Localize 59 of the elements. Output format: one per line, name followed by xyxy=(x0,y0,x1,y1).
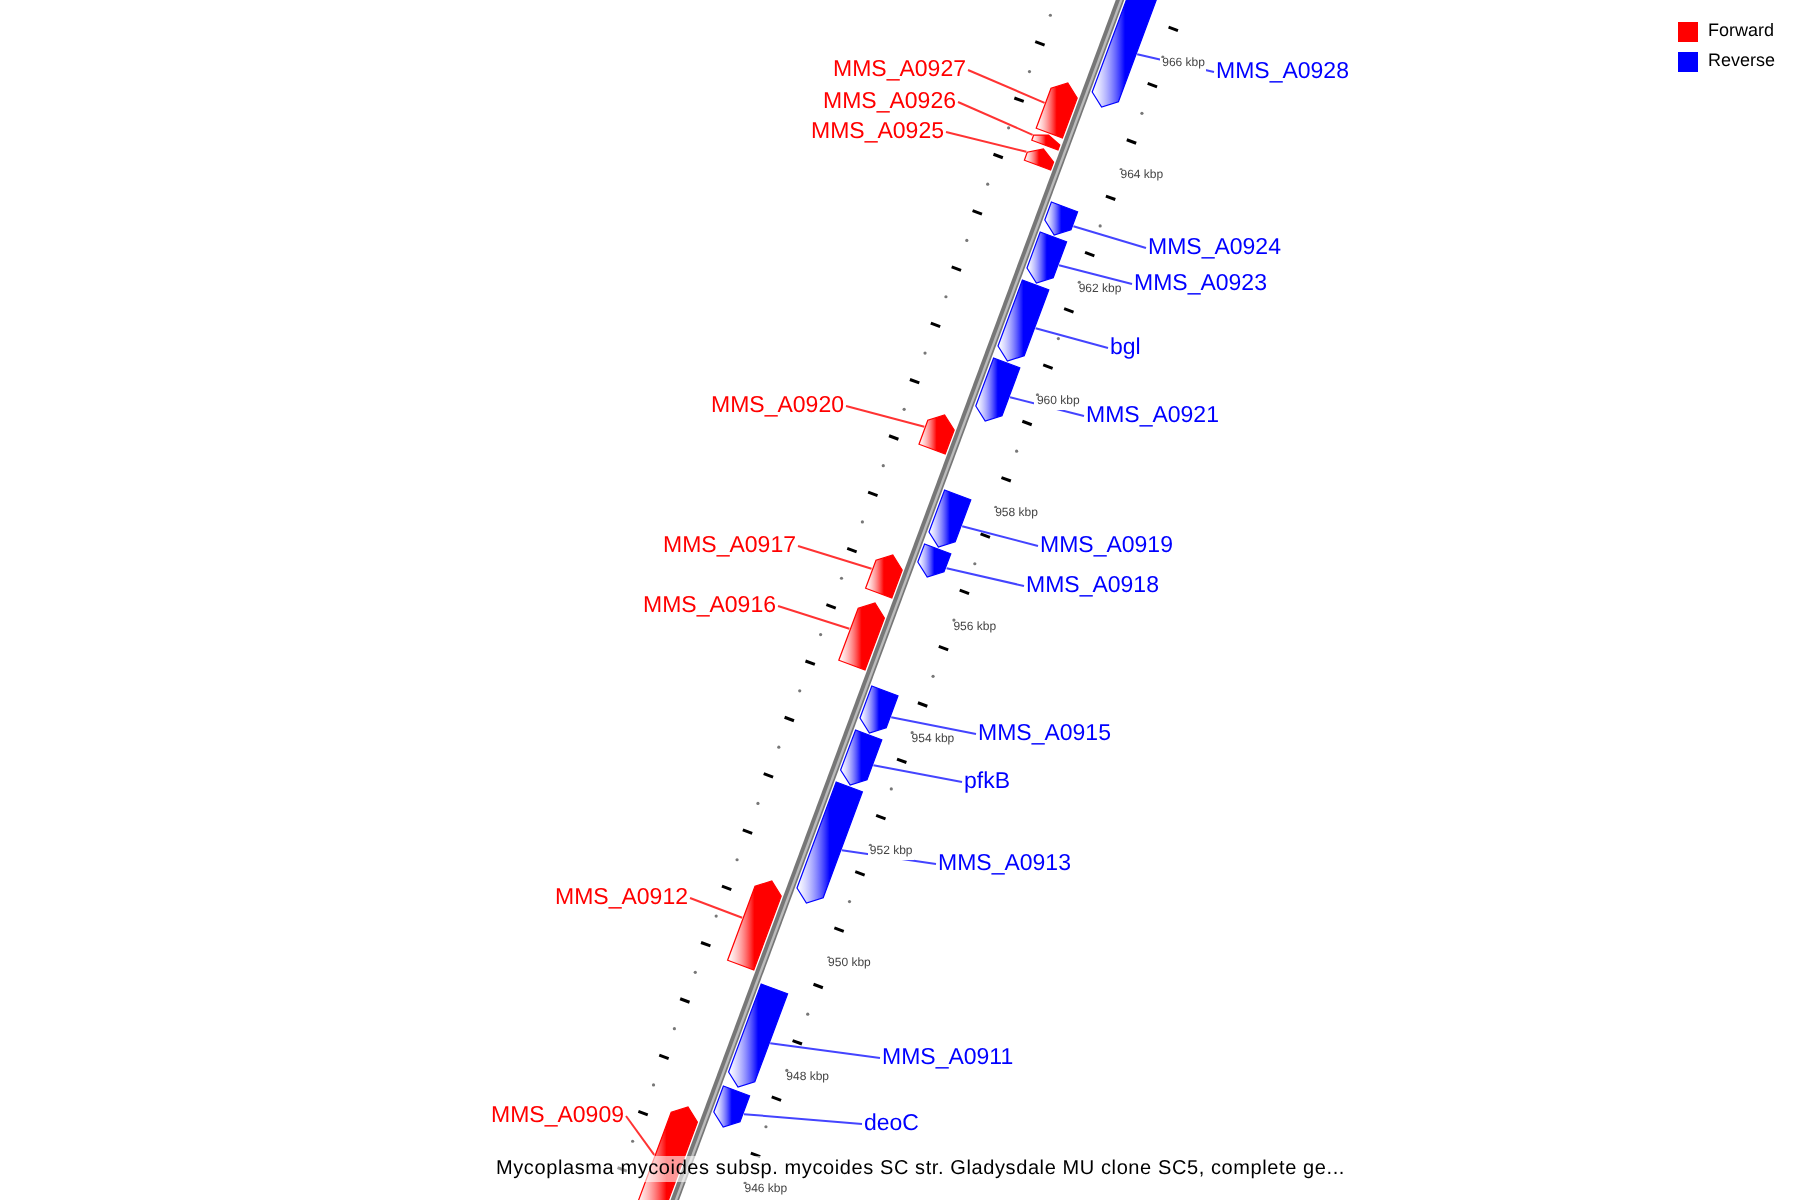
leader-line xyxy=(777,605,851,630)
gene-label: MMS_A0909 xyxy=(491,1102,624,1130)
gene-block xyxy=(1026,231,1068,284)
gene-block xyxy=(1023,148,1055,171)
leader-line xyxy=(1034,327,1109,349)
gene-label: bgl xyxy=(1110,334,1141,362)
gene-block xyxy=(727,983,789,1088)
gene-label: MMS_A0928 xyxy=(1216,58,1349,86)
leader-line xyxy=(840,849,937,865)
gene-label: MMS_A0925 xyxy=(811,118,944,146)
gene-block xyxy=(859,685,899,734)
gene-label: MMS_A0924 xyxy=(1148,234,1281,262)
legend-label: Reverse xyxy=(1708,50,1776,72)
leader-line xyxy=(625,1115,656,1156)
leader-line xyxy=(845,405,926,428)
gene-label: MMS_A0921 xyxy=(1086,402,1219,430)
gene-block xyxy=(1031,134,1061,151)
gene-label: MMS_A0917 xyxy=(663,532,796,560)
gene-label: MMS_A0912 xyxy=(555,884,688,912)
gene-label: MMS_A0920 xyxy=(711,392,844,420)
leader-line xyxy=(1009,396,1085,417)
leader-line xyxy=(1058,264,1133,285)
gene-label: MMS_A0916 xyxy=(643,592,776,620)
gene-label: MMS_A0919 xyxy=(1040,532,1173,560)
leader-line xyxy=(890,716,977,735)
gene-block xyxy=(839,729,883,786)
gene-label: MMS_A0927 xyxy=(833,56,966,84)
gene-label: MMS_A0913 xyxy=(938,850,1071,878)
leader-line xyxy=(872,764,963,783)
leader-line xyxy=(743,1113,863,1125)
gene-label: MMS_A0918 xyxy=(1026,572,1159,600)
caption: Mycoplasma mycoides subsp. mycoides SC str. Gladysdale MU clone SC5, complete ge... xyxy=(496,1156,1346,1182)
gene-label: MMS_A0915 xyxy=(978,720,1111,748)
leader-line xyxy=(945,131,1028,153)
gene-label: MMS_A0911 xyxy=(882,1044,1014,1072)
leader-line xyxy=(769,1042,881,1059)
leader-line xyxy=(689,897,744,919)
gene-label: MMS_A0923 xyxy=(1134,270,1267,298)
gene-block xyxy=(1091,0,1159,108)
gene-block xyxy=(1044,201,1079,236)
legend-label: Forward xyxy=(1708,20,1775,42)
gene-label: deoC xyxy=(864,1110,919,1138)
gene-block xyxy=(997,279,1050,362)
gene-block xyxy=(796,781,864,904)
gene-block xyxy=(975,357,1021,422)
leader-line xyxy=(1072,225,1147,249)
gene-label: pfkB xyxy=(964,768,1011,796)
gene-block xyxy=(713,1085,751,1128)
gene-block xyxy=(918,414,955,455)
gene-block xyxy=(864,554,903,599)
gene-block xyxy=(726,880,782,971)
gene-label: MMS_A0926 xyxy=(823,88,956,116)
gene-block xyxy=(917,543,952,578)
leader-line xyxy=(957,101,1034,136)
leader-line xyxy=(797,545,873,570)
leader-line xyxy=(945,567,1025,587)
leader-line xyxy=(967,69,1046,104)
gene-block xyxy=(838,602,886,671)
leader-line xyxy=(961,525,1039,547)
